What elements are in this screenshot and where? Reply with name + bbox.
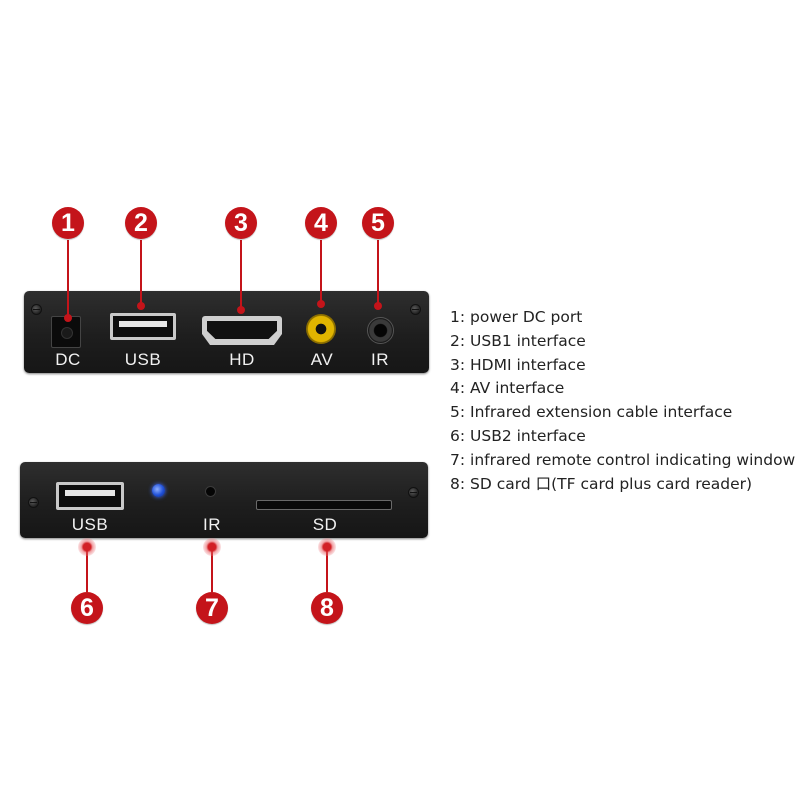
leader-line-8 — [326, 548, 328, 592]
marker-6: 6 — [71, 592, 103, 624]
sd-label: SD — [312, 515, 338, 534]
screw-icon — [28, 497, 39, 508]
usb2-label: USB — [71, 515, 109, 534]
marker-3: 3 — [225, 207, 257, 239]
leader-line-4 — [320, 240, 322, 304]
legend-item: 8: SD card 口(TF card plus card reader) — [450, 474, 753, 493]
av-label: AV — [310, 350, 334, 369]
legend-item: 2: USB1 interface — [450, 331, 586, 350]
marker-8: 8 — [311, 592, 343, 624]
port-legend: 1: power DC port 2: USB1 interface 3: HD… — [450, 306, 795, 496]
leader-line-7 — [211, 548, 213, 592]
sd-card-slot — [256, 500, 392, 510]
usb1-port — [110, 313, 176, 340]
halo-8 — [318, 538, 336, 556]
legend-item: 6: USB2 interface — [450, 426, 586, 445]
pin-5 — [374, 302, 382, 310]
pin-1 — [64, 314, 72, 322]
legend-item: 4: AV interface — [450, 379, 565, 398]
marker-1: 1 — [52, 207, 84, 239]
hd-label: HD — [229, 350, 255, 369]
blue-led-icon — [152, 484, 165, 497]
ir-receiver-window — [205, 486, 216, 497]
screw-icon — [410, 304, 421, 315]
marker-2: 2 — [125, 207, 157, 239]
leader-line-2 — [140, 240, 142, 308]
usb2-port — [56, 482, 124, 510]
halo-6 — [78, 538, 96, 556]
pin-3 — [237, 306, 245, 314]
screw-icon — [408, 487, 419, 498]
legend-item: 5: Infrared extension cable interface — [450, 403, 733, 422]
leader-line-3 — [240, 240, 242, 312]
halo-7 — [203, 538, 221, 556]
marker-5: 5 — [362, 207, 394, 239]
marker-4: 4 — [305, 207, 337, 239]
hdmi-port — [202, 316, 282, 345]
av-port — [306, 314, 336, 344]
leader-line-5 — [377, 240, 379, 308]
screw-icon — [31, 304, 42, 315]
legend-item: 1: power DC port — [450, 308, 583, 326]
leader-line-1 — [67, 240, 69, 318]
pin-2 — [137, 302, 145, 310]
usb1-label: USB — [124, 350, 162, 369]
marker-7: 7 — [196, 592, 228, 624]
dc-label: DC — [55, 350, 81, 369]
ir-label-top: IR — [371, 350, 389, 369]
legend-item: 3: HDMI interface — [450, 355, 586, 374]
legend-item: 7: infrared remote control indicating wi… — [450, 450, 796, 469]
ir-extension-port — [367, 317, 394, 344]
leader-line-6 — [86, 548, 88, 592]
ir-label-bottom: IR — [203, 515, 221, 534]
pin-4 — [317, 300, 325, 308]
